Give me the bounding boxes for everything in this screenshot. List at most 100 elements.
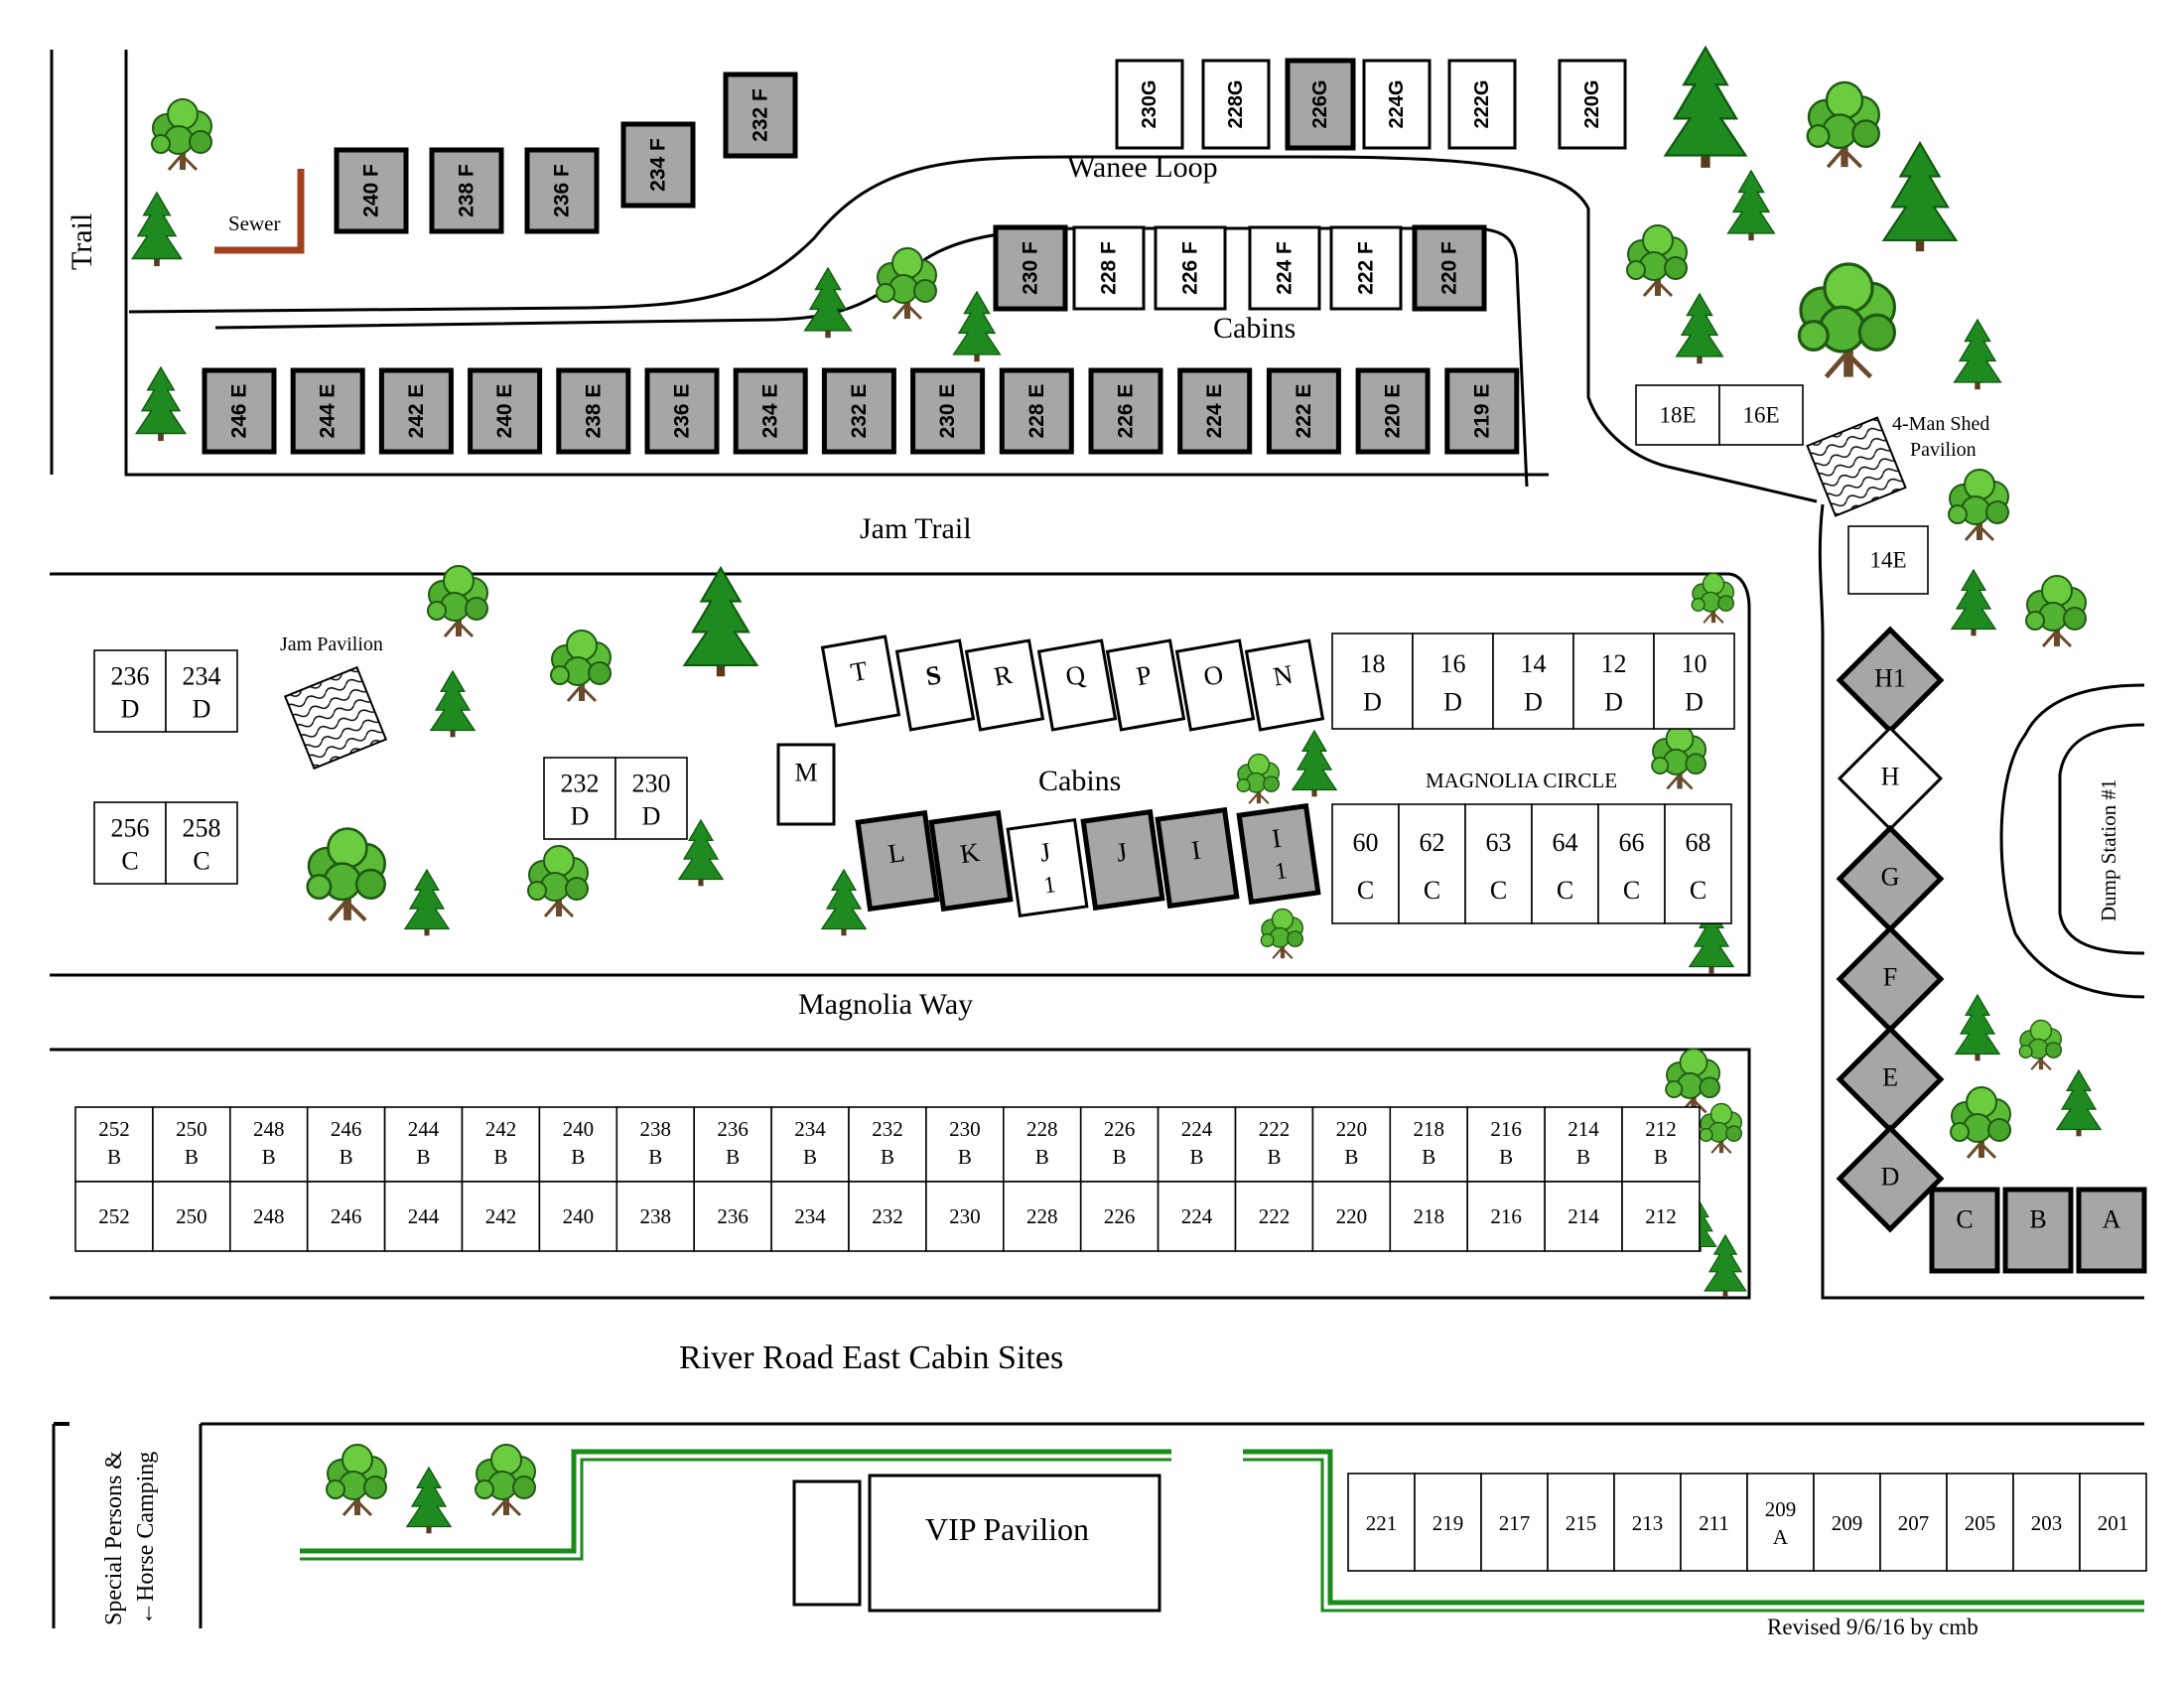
site-244[interactable]: 244 <box>383 1181 464 1252</box>
cabin-n[interactable]: N <box>1244 638 1325 732</box>
site-236f[interactable]: 236 F <box>524 147 600 234</box>
cabin-r[interactable]: R <box>964 638 1045 732</box>
site-16d[interactable]: 16D <box>1412 633 1494 730</box>
site-236e[interactable]: 236 E <box>644 367 720 455</box>
site-226e[interactable]: 226 E <box>1088 367 1163 455</box>
site-230f[interactable]: 230 F <box>993 224 1068 312</box>
site-240f[interactable]: 240 F <box>334 147 409 234</box>
site-250[interactable]: 250 <box>152 1181 231 1252</box>
site-236[interactable]: 236 <box>693 1181 772 1252</box>
cabin-p[interactable]: P <box>1105 638 1186 732</box>
site-222e[interactable]: 222 E <box>1266 367 1341 455</box>
cabin-a[interactable]: A <box>2076 1187 2147 1274</box>
site-18e[interactable]: 18E <box>1635 384 1720 446</box>
site-221[interactable]: 221 <box>1347 1473 1416 1572</box>
cabin-h[interactable]: H <box>1837 725 1944 832</box>
site-238[interactable]: 238 <box>615 1181 695 1252</box>
site-220e[interactable]: 220 E <box>1355 367 1431 455</box>
cabin-s[interactable]: S <box>894 638 976 732</box>
site-222g[interactable]: 222G <box>1447 59 1517 150</box>
site-217[interactable]: 217 <box>1480 1473 1549 1572</box>
site-66c[interactable]: 66C <box>1597 803 1666 924</box>
site-240e[interactable]: 240 E <box>468 367 543 455</box>
cabin-c[interactable]: C <box>1929 1187 2000 1274</box>
site-220f[interactable]: 220 F <box>1412 224 1487 312</box>
site-216[interactable]: 216 <box>1466 1181 1546 1252</box>
site-68c[interactable]: 68C <box>1664 803 1732 924</box>
site-246[interactable]: 246 <box>306 1181 386 1252</box>
site-14d[interactable]: 14D <box>1492 633 1574 730</box>
site-232f[interactable]: 232 F <box>723 71 798 159</box>
site-60c[interactable]: 60C <box>1331 803 1400 924</box>
site-242e[interactable]: 242 E <box>378 367 454 455</box>
cabin-j1[interactable]: J1 <box>1006 818 1089 917</box>
site-232e[interactable]: 232 E <box>821 367 896 455</box>
site-238f[interactable]: 238 F <box>429 147 504 234</box>
site-228[interactable]: 228 <box>1002 1181 1082 1252</box>
cabin-j[interactable]: J <box>1080 808 1165 912</box>
site-209[interactable]: 209 <box>1813 1473 1881 1572</box>
site-252[interactable]: 252 <box>74 1181 154 1252</box>
cabin-m[interactable]: M <box>776 743 836 826</box>
cabin-e[interactable]: E <box>1836 1025 1945 1134</box>
cabin-f[interactable]: F <box>1836 924 1945 1034</box>
site-248[interactable]: 248 <box>229 1181 309 1252</box>
cabin-d[interactable]: D <box>1836 1124 1945 1233</box>
cabin-b[interactable]: B <box>2002 1187 2074 1274</box>
site-232[interactable]: 232 <box>848 1181 927 1252</box>
site-62c[interactable]: 62C <box>1398 803 1466 924</box>
site-16e[interactable]: 16E <box>1718 384 1804 446</box>
site-242[interactable]: 242 <box>461 1181 541 1252</box>
site-207[interactable]: 207 <box>1879 1473 1948 1572</box>
site-224f[interactable]: 224 F <box>1248 225 1321 311</box>
site-212[interactable]: 212 <box>1621 1181 1701 1252</box>
site-12d[interactable]: 12D <box>1572 633 1655 730</box>
cabin-k[interactable]: K <box>928 809 1014 913</box>
site-201[interactable]: 201 <box>2079 1473 2147 1572</box>
cabin-g[interactable]: G <box>1836 824 1945 933</box>
site-230e[interactable]: 230 E <box>910 367 986 455</box>
site-219e[interactable]: 219 E <box>1444 367 1520 455</box>
site-228e[interactable]: 228 E <box>999 367 1074 455</box>
site-224g[interactable]: 224G <box>1362 59 1432 150</box>
site-220[interactable]: 220 <box>1311 1181 1392 1252</box>
site-224e[interactable]: 224 E <box>1177 367 1253 455</box>
site-218[interactable]: 218 <box>1389 1181 1469 1252</box>
site-211[interactable]: 211 <box>1680 1473 1748 1572</box>
cabin-t[interactable]: T <box>820 634 901 728</box>
site-222[interactable]: 222 <box>1234 1181 1314 1252</box>
site-213[interactable]: 213 <box>1613 1473 1682 1572</box>
cabin-o[interactable]: O <box>1174 638 1256 732</box>
site-234e[interactable]: 234 E <box>733 367 808 455</box>
site-215[interactable]: 215 <box>1547 1473 1615 1572</box>
site-234[interactable]: 234 <box>770 1181 850 1252</box>
site-226g[interactable]: 226G <box>1285 58 1356 151</box>
site-246e[interactable]: 246 E <box>202 367 277 455</box>
site-240[interactable]: 240 <box>538 1181 618 1252</box>
cabin-h1[interactable]: H1 <box>1836 626 1945 735</box>
site-18d[interactable]: 18D <box>1331 633 1414 730</box>
site-234f[interactable]: 234 F <box>620 121 696 209</box>
cabin-q[interactable]: Q <box>1036 638 1118 732</box>
